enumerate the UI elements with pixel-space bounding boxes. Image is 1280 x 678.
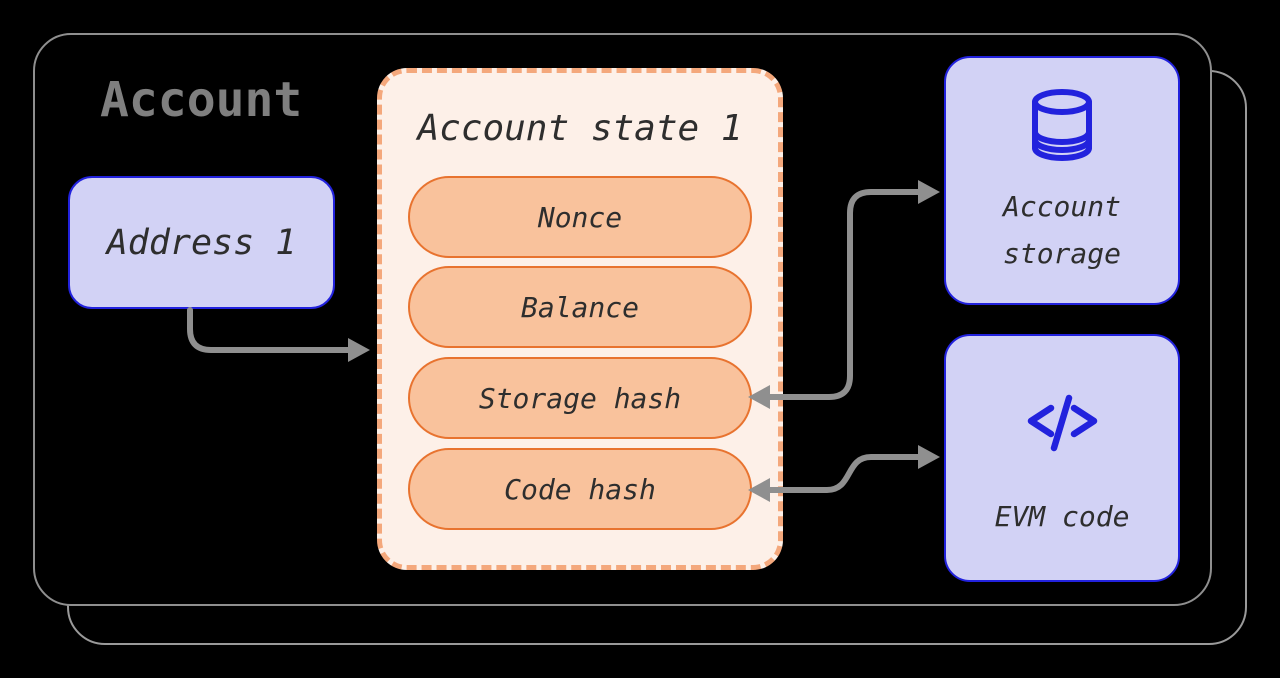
state-field-nonce: Nonce [408, 176, 752, 258]
state-field-label: Code hash [504, 472, 656, 506]
database-icon [1032, 89, 1092, 161]
state-field-code-hash: Code hash [408, 448, 752, 530]
state-field-label: Storage hash [478, 381, 682, 415]
address-label: Address 1 [106, 222, 297, 263]
account-storage-label-line1: Account [1002, 190, 1121, 223]
account-card-title: Account [100, 72, 303, 128]
state-field-label: Nonce [537, 200, 623, 234]
account-storage-label-line2: storage [1002, 237, 1121, 270]
account-state-panel: Account state 1 Nonce Balance Storage ha… [377, 68, 783, 570]
code-icon [1027, 394, 1097, 452]
state-field-label: Balance [520, 290, 639, 324]
state-field-balance: Balance [408, 266, 752, 348]
account-state-title: Account state 1 [417, 108, 743, 149]
account-storage-label: Account storage [1003, 183, 1121, 277]
address-node: Address 1 [68, 176, 335, 309]
account-storage-node: Account storage [944, 56, 1180, 305]
evm-code-node: EVM code [944, 334, 1180, 582]
state-field-storage-hash: Storage hash [408, 357, 752, 439]
evm-code-label: EVM code [994, 500, 1130, 533]
